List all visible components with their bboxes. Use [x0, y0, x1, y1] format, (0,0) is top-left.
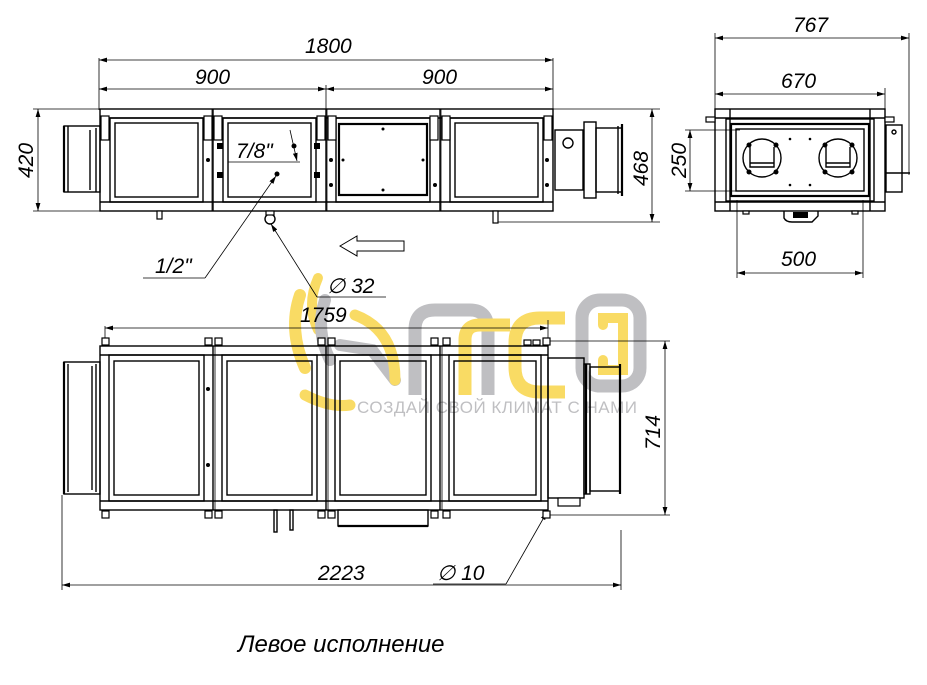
drawing-caption: Левое исполнение — [236, 631, 445, 658]
side-panel-4 — [448, 354, 542, 502]
dim-500: 500 — [781, 248, 816, 271]
dim-767: 767 — [793, 14, 829, 37]
dim-468: 468 — [630, 151, 653, 186]
label-hole-10: ∅ 10 — [437, 562, 485, 585]
side-right-duct — [523, 339, 622, 507]
top-panel-4 — [449, 117, 544, 203]
label-drain-32: ∅ 32 — [327, 275, 375, 298]
end-view: 767 670 250 500 — [668, 14, 910, 278]
dim-900-left: 900 — [195, 66, 230, 89]
dim-2223: 2223 — [317, 562, 365, 585]
watermark: СОЗДАЙ СВОЙ КЛИМАТ С НАМИ — [289, 273, 647, 417]
side-left-duct — [62, 361, 101, 495]
side-panel-2 — [221, 354, 318, 502]
label-1-2-inch: 1/2" — [155, 255, 193, 278]
watermark-slogan: СОЗДАЙ СВОЙ КЛИМАТ С НАМИ — [357, 398, 637, 417]
side-view: 1759 714 2223 ∅ 10 — [61, 304, 670, 590]
dim-1759: 1759 — [300, 304, 347, 327]
side-panel-1 — [108, 354, 205, 502]
dim-714: 714 — [642, 415, 665, 450]
pipe-callout-7-8: 7/8" — [228, 129, 300, 163]
dim-1800: 1800 — [305, 35, 352, 58]
dim-250: 250 — [668, 143, 691, 179]
top-panel-3 — [335, 117, 431, 203]
drain-callout: ∅ 32 — [270, 223, 386, 298]
side-bolts — [101, 337, 551, 519]
side-panel-3 — [334, 354, 432, 502]
top-latches — [100, 115, 553, 187]
top-panel-2 — [222, 117, 317, 203]
pipe-callout-1-2: 1/2" — [143, 171, 280, 279]
fan-opening-left — [742, 138, 782, 178]
fan-opening-right — [818, 138, 858, 178]
top-view: 1800 900 900 420 468 — [15, 35, 660, 298]
dim-670: 670 — [781, 70, 816, 93]
top-panel-1 — [109, 117, 204, 203]
label-7-8-inch: 7/8" — [236, 140, 274, 163]
top-left-duct — [62, 125, 101, 193]
dim-900-right: 900 — [422, 66, 457, 89]
airflow-arrow-icon — [339, 235, 405, 257]
dim-420: 420 — [15, 143, 38, 178]
top-right-damper — [554, 121, 624, 199]
